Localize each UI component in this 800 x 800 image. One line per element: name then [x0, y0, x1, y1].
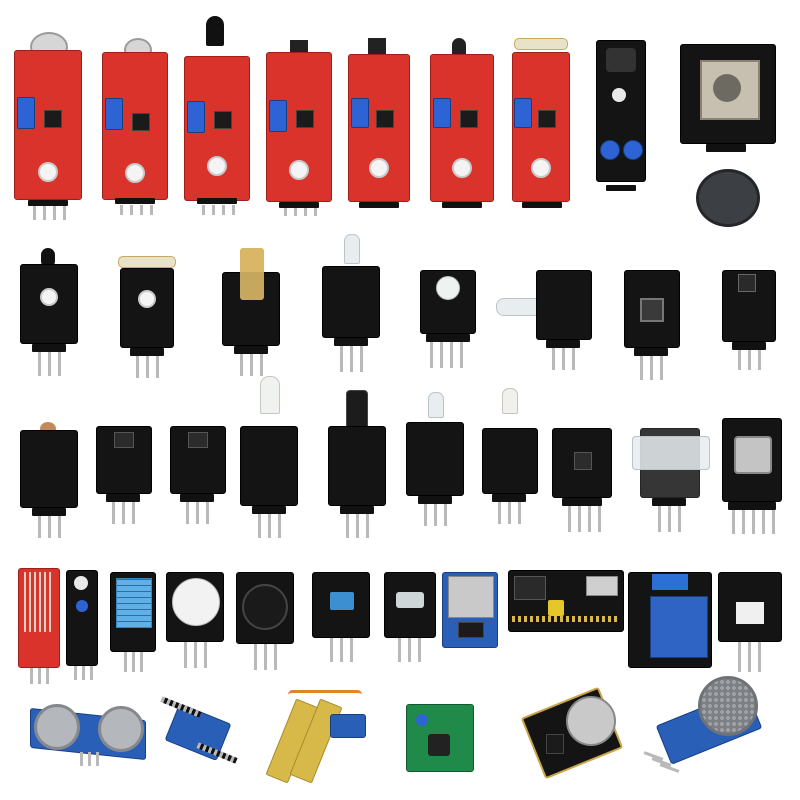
infrared-emitter-module: [406, 392, 464, 526]
analog-hall-module: [96, 426, 152, 526]
rotary-encoder-module: [722, 418, 782, 536]
tilt-switch-module: [328, 390, 386, 540]
water-level-sensor: [18, 568, 60, 686]
temperature-sensor-module: [20, 248, 78, 378]
soil-moisture-sensor: [265, 686, 372, 786]
rtc-clock-module: [520, 686, 624, 780]
touch-sensor-module: [348, 38, 410, 208]
passive-buzzer-module: [166, 572, 224, 676]
two-color-led-module: [496, 270, 600, 370]
gyroscope-accelerometer-module: [156, 696, 242, 764]
joystick-module: [680, 44, 776, 229]
ultrasonic-sensor-module: [30, 700, 146, 772]
sd-card-module: [442, 572, 498, 648]
reed-switch-module: [116, 248, 178, 378]
ir-obstacle-sensor-module: [596, 40, 646, 200]
reed-switch-module-red: [508, 38, 572, 208]
shock-sensor-module: [384, 572, 436, 668]
flash-led-module: [482, 388, 538, 524]
led-module-clear: [322, 234, 380, 378]
temperature-sensor-module-red: [430, 38, 494, 208]
led-module-white: [240, 376, 298, 540]
flame-sensor-module: [184, 16, 250, 208]
gas-sensor-module: [643, 676, 776, 780]
tracking-sensor-module-2: [718, 572, 782, 676]
laser-module: [222, 248, 280, 378]
tracking-sensor-module: [552, 428, 612, 538]
dht11-humidity-sensor: [110, 572, 156, 676]
button-module: [624, 270, 680, 380]
line-tracker-sensor: [66, 570, 98, 680]
photoresistor-module: [20, 422, 78, 538]
temperature-ds18b20-module: [170, 426, 226, 526]
hall-sensor-module: [266, 40, 332, 208]
active-buzzer-module: [236, 572, 294, 676]
light-cup-module: [632, 428, 710, 538]
rgb-led-module: [420, 270, 476, 370]
breadboard-power-module: [508, 570, 624, 636]
sound-sensor-module-2: [102, 38, 168, 206]
sound-sensor-module-1: [14, 32, 82, 207]
relay-mini-module: [312, 572, 370, 668]
relay-module: [628, 572, 712, 668]
ir-receiver-module: [722, 270, 776, 370]
step-down-converter-module: [406, 704, 474, 776]
